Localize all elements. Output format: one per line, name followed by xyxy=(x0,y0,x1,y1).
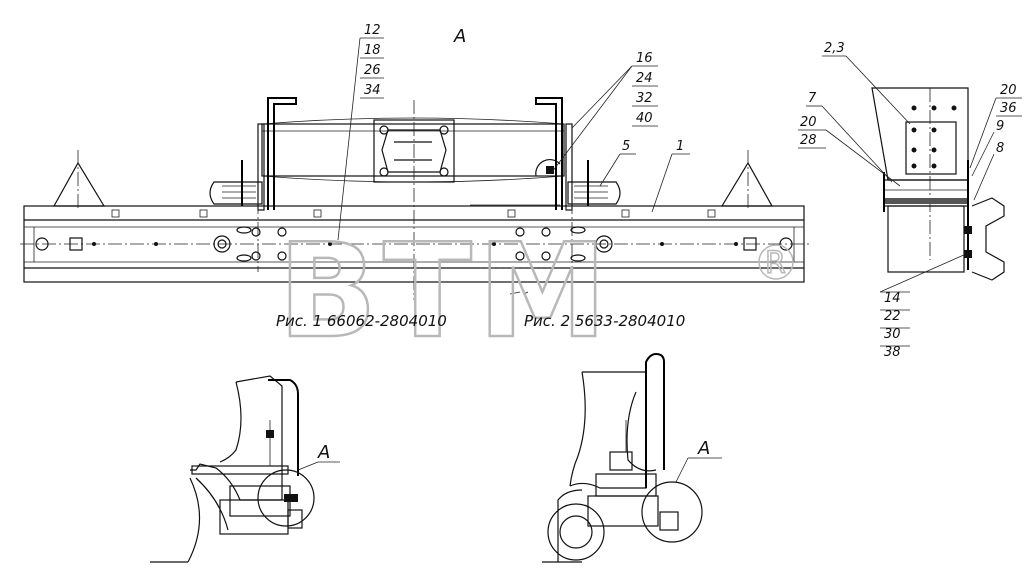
callout-32: 32 xyxy=(636,91,653,106)
vehicle-label-left: A xyxy=(317,442,330,463)
callout-30: 30 xyxy=(884,327,901,342)
callout-40: 40 xyxy=(636,111,653,126)
callout-36: 36 xyxy=(1000,101,1017,116)
callout-20-a: 20 xyxy=(800,115,817,130)
callout-24: 24 xyxy=(636,71,653,86)
callout-26: 26 xyxy=(364,63,381,78)
vehicle-view-right xyxy=(542,352,722,563)
callout-5: 5 xyxy=(622,139,630,154)
callout-38: 38 xyxy=(884,345,901,360)
callout-16: 16 xyxy=(636,51,653,66)
callout-2-3: 2,3 xyxy=(824,41,845,56)
labels: A 12 18 26 34 16 24 32 40 5 1 2,3 7 20 2… xyxy=(276,23,1017,463)
caption-fig1: Рис. 1 66062-2804010 xyxy=(276,312,447,330)
callout-34: 34 xyxy=(364,83,381,98)
callout-28: 28 xyxy=(800,133,817,148)
callout-7: 7 xyxy=(808,91,817,106)
callout-20-b: 20 xyxy=(1000,83,1017,98)
callout-9: 9 xyxy=(996,119,1004,134)
callout-12: 12 xyxy=(364,23,381,38)
watermark: ВТМ R xyxy=(277,214,794,368)
caption-fig2: Рис. 2 5633-2804010 xyxy=(524,312,685,330)
watermark-text: ВТМ xyxy=(278,215,613,367)
vehicle-view-left xyxy=(150,375,340,563)
view-label: A xyxy=(453,26,466,47)
callout-22: 22 xyxy=(884,309,901,324)
leader-lines xyxy=(337,37,690,241)
callout-14: 14 xyxy=(884,291,901,306)
main-assembly-view xyxy=(20,97,810,300)
vehicle-label-right: A xyxy=(697,438,710,459)
callout-1: 1 xyxy=(676,139,684,154)
callout-8: 8 xyxy=(996,141,1004,156)
side-detail-view xyxy=(798,55,1022,347)
watermark-mark: R xyxy=(765,246,786,281)
callout-18: 18 xyxy=(364,43,381,58)
